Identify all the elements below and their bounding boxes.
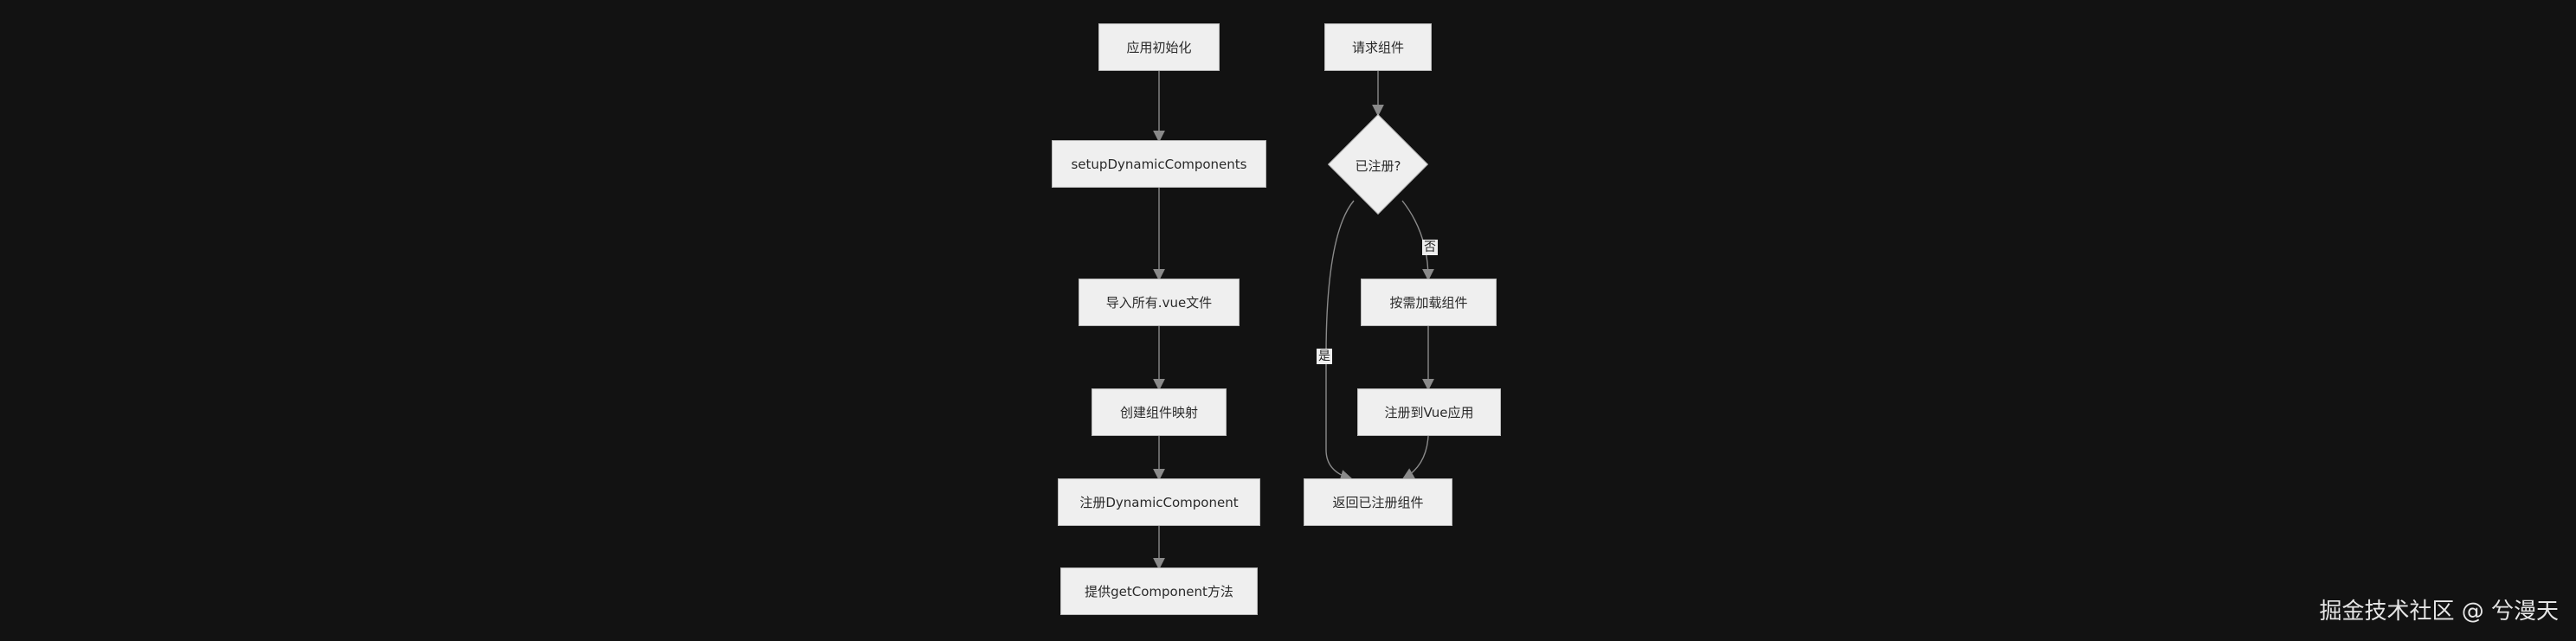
node-load-on-demand: 按需加载组件 (1361, 279, 1497, 326)
watermark: 掘金技术社区 @ 兮漫天 (2319, 599, 2559, 625)
node-register-dynamic-component: 注册DynamicComponent (1058, 478, 1260, 526)
edge-decision-yes (1325, 200, 1355, 482)
node-create-component-map: 创建组件映射 (1092, 388, 1227, 436)
node-request-component: 请求组件 (1324, 23, 1432, 71)
node-setup-dynamic-components: setupDynamicComponents (1052, 140, 1266, 188)
node-register-to-vue: 注册到Vue应用 (1357, 388, 1501, 436)
edge-decision-no (1401, 200, 1434, 281)
node-return-registered: 返回已注册组件 (1304, 478, 1452, 526)
edge-label-yes: 是 (1317, 349, 1332, 364)
node-app-init: 应用初始化 (1098, 23, 1220, 71)
node-provide-get-component: 提供getComponent方法 (1060, 567, 1258, 615)
node-import-vue-files: 导入所有.vue文件 (1079, 279, 1240, 326)
edge-register-return (1401, 435, 1429, 480)
edge-label-no: 否 (1422, 240, 1438, 255)
decision-label: 已注册? (1355, 158, 1401, 174)
